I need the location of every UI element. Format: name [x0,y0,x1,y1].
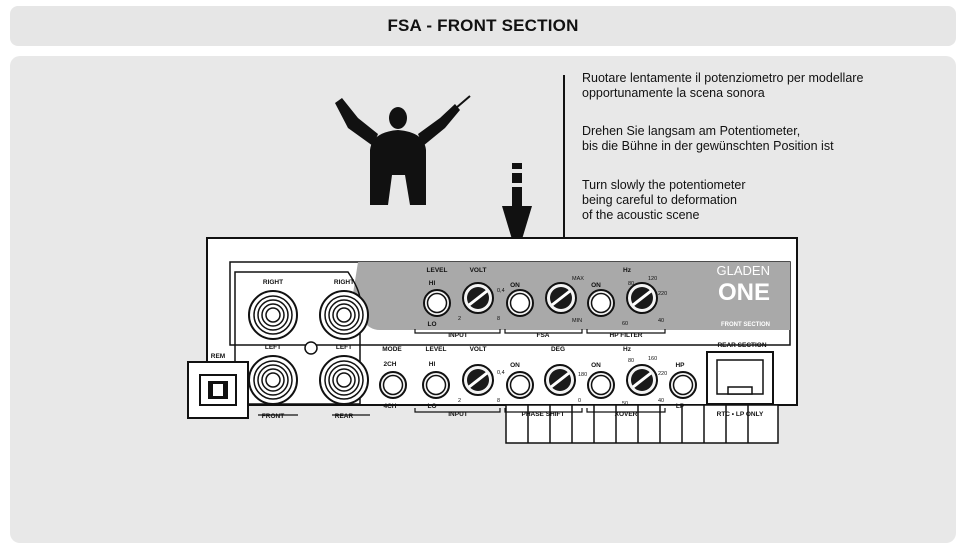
label-fsa-on: ON [510,282,520,289]
rca-front-right[interactable] [248,290,298,340]
label-rear-hz: Hz [623,346,632,353]
label-xover-160: 160 [648,356,657,362]
instruction-en-line-1: Turn slowly the potentiometer [582,178,746,192]
label-xover: XOVER [615,411,638,418]
conductor-icon [335,95,471,205]
label-hpf-60: 60 [622,321,628,327]
label-fsa-min: MIN [572,318,582,324]
label-hpf-120: 120 [648,276,657,282]
label-rear-volt-04: 0,4 [497,370,505,376]
label-front-input: INPUT [448,332,468,339]
label-front-volt-2: 2 [458,316,461,322]
instruction-it-line-2: opportunamente la scena sonora [582,86,765,100]
rca-rear-left[interactable] [319,355,369,405]
brand-one: ONE [718,279,770,306]
front-input-level-switch[interactable] [423,289,451,317]
label-phase-on: ON [510,362,520,369]
brand-gladen: GLADEN [717,263,770,278]
label-rear-volt: VOLT [470,346,487,353]
label-xover-80: 80 [628,358,634,364]
label-rear: REAR [335,413,354,420]
label-fsa: FSA [537,332,550,339]
label-rear-input: INPUT [448,411,468,418]
label-rear-volt-8: 8 [497,398,500,404]
xover-on-switch[interactable] [587,371,615,399]
hp-lp-switch[interactable] [669,371,697,399]
label-hp: HP [675,362,685,369]
label-4ch: 4CH [383,403,396,410]
rear-input-level-switch[interactable] [422,371,450,399]
label-hpf-40: 40 [658,318,664,324]
instruction-it-line-1: Ruotare lentamente il potenziometro per … [582,71,864,85]
page-title: FSA - FRONT SECTION [387,16,579,35]
label-front-volt-8: 8 [497,316,500,322]
hp-filter-knob[interactable] [625,281,659,315]
label-2ch: 2CH [383,361,396,368]
front-input-volt-knob[interactable] [461,281,495,315]
instruction-en-line-3: of the acoustic scene [582,208,700,222]
label-front-left: LEFT [265,344,281,351]
label-xover-50: 50 [622,401,628,407]
rear-input-volt-knob[interactable] [461,363,495,397]
label-deg-180: 180 [578,372,587,378]
instructions-italian: Ruotare lentamente il potenziometro per … [582,71,863,101]
instruction-en-line-2: being careful to deformation [582,193,737,207]
label-rear-left: LEFT [336,344,352,351]
label-front-volt: VOLT [470,267,487,274]
label-rear-lo: LO [427,403,436,410]
label-rear-section: REAR SECTION [717,342,766,349]
label-hp-filter: HP FILTER [610,332,643,339]
label-rem: REM [211,353,225,360]
led-indicator [304,341,318,355]
label-rear-hi: HI [429,361,436,368]
label-front-level: LEVEL [427,267,448,274]
label-front-volt-04: 0,4 [497,288,505,294]
label-rear-right: RIGHT [334,279,354,286]
mode-switch[interactable] [379,371,407,399]
label-rear-level: LEVEL [426,346,447,353]
arrow-down-icon [502,163,532,256]
label-phase-shift: PHASE SHIFT [522,411,565,418]
instruction-de-line-1: Drehen Sie langsam am Potentiometer, [582,124,801,138]
label-xover-220: 220 [658,371,667,377]
fsa-on-switch[interactable] [506,289,534,317]
rca-rear-right[interactable] [319,290,369,340]
title-bar: FSA - FRONT SECTION [10,6,956,46]
label-lp: LP [676,403,685,410]
label-mode: MODE [382,346,402,353]
label-deg-0: 0 [578,398,581,404]
label-front-right: RIGHT [263,279,283,286]
label-front-hi: HI [429,280,436,287]
hp-filter-on-switch[interactable] [587,289,615,317]
xover-knob[interactable] [625,363,659,397]
label-front: FRONT [262,413,284,420]
rca-front-left[interactable] [248,355,298,405]
phase-shift-knob[interactable] [543,363,577,397]
label-hpf-80: 80 [628,281,634,287]
label-fsa-max: MAX [572,276,584,282]
label-front-section: FRONT SECTION [721,322,770,328]
label-hpf-220: 220 [658,291,667,297]
instruction-de-line-2: bis die Bühne in der gewünschten Positio… [582,139,834,153]
label-hpf-on: ON [591,282,601,289]
instructions-german: Drehen Sie langsam am Potentiometer, bis… [582,124,834,154]
label-deg: DEG [551,346,565,353]
phase-shift-on-switch[interactable] [506,371,534,399]
label-rtc: RTC • LP ONLY [717,411,764,418]
label-xover-on: ON [591,362,601,369]
instructions-english: Turn slowly the potentiometer being care… [582,178,746,223]
fsa-knob[interactable] [544,281,578,315]
label-front-lo: LO [427,321,436,328]
label-xover-40: 40 [658,398,664,404]
label-rear-volt-2: 2 [458,398,461,404]
label-front-hz: Hz [623,267,632,274]
